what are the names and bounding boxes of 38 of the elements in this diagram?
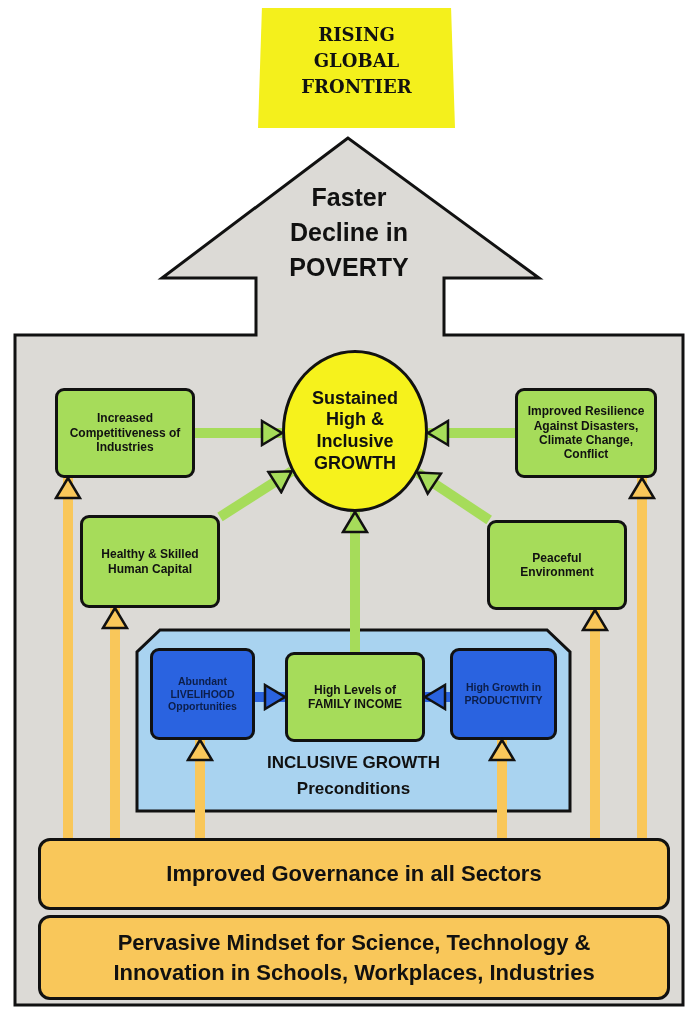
block-arrow xyxy=(195,419,284,447)
node-label: RISING GLOBAL FRONTIER xyxy=(300,23,413,100)
block-arrow xyxy=(101,606,129,838)
arrow-shape-panel xyxy=(12,136,686,1008)
group-panel xyxy=(135,628,572,813)
process-box xyxy=(285,652,425,742)
block-arrow xyxy=(488,738,516,838)
block-arrow xyxy=(186,738,214,838)
block-arrow xyxy=(426,419,515,447)
node-label: High Growth in PRODUCTIVITY xyxy=(463,681,544,707)
node-label: Healthy & Skilled Human Capital xyxy=(100,547,200,576)
node-label: Improved Resilience Against Disasters, Climate Change, Conflict xyxy=(526,404,646,462)
node-label: High Levels of FAMILY INCOME xyxy=(307,682,403,712)
node-label: Sustained High & Inclusive GROWTH xyxy=(311,387,399,475)
block-arrow xyxy=(54,476,82,838)
node-label: Pervasive Mindset for Science, Technology & Innovation in Schools, Workplaces, Industries xyxy=(112,928,596,987)
process-box xyxy=(150,648,255,740)
node-label: Peaceful Environment xyxy=(519,550,595,580)
node-label: Improved Governance in all Sectors xyxy=(166,860,542,888)
node-label: Faster Decline in POVERTY xyxy=(288,182,410,283)
process-box xyxy=(55,388,195,478)
foundation-bar xyxy=(38,915,670,1000)
block-arrow xyxy=(255,683,287,711)
block-arrow xyxy=(423,683,450,711)
block-arrow xyxy=(414,468,492,525)
block-arrow xyxy=(341,510,369,652)
process-box xyxy=(450,648,557,740)
block-arrow xyxy=(581,608,609,838)
process-box xyxy=(515,388,657,478)
process-box xyxy=(80,515,220,608)
block-arrow xyxy=(217,467,295,522)
node-label: INCLUSIVE GROWTH Preconditions xyxy=(266,752,441,800)
node-label: Abundant LIVELIHOOD Opportunities xyxy=(167,675,238,713)
foundation-bar xyxy=(38,838,670,910)
block-arrow xyxy=(628,476,656,838)
process-box xyxy=(487,520,627,610)
trapezoid-box xyxy=(258,8,455,128)
node-label: Increased Competitiveness of Industries xyxy=(68,411,182,455)
